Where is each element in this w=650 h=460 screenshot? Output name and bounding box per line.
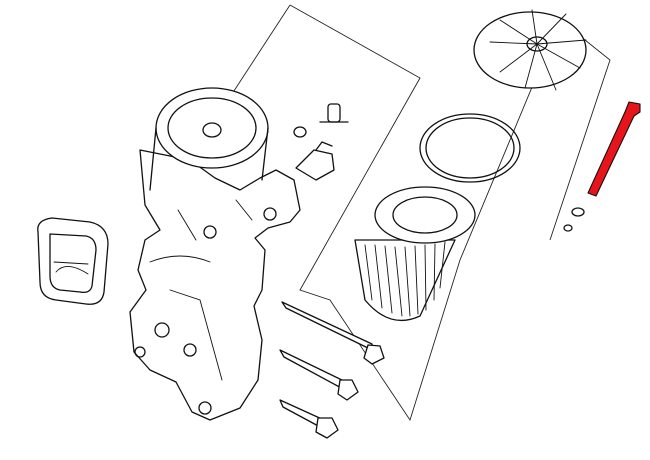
- filter-top-inner: [392, 196, 458, 234]
- washer-icon[interactable]: [571, 207, 585, 217]
- cap-ribs: [489, 9, 587, 91]
- ring-icon: [419, 113, 521, 183]
- gasket-channel: [53, 261, 89, 275]
- bolt-shaft: [279, 349, 347, 391]
- oil-filter-housing[interactable]: [129, 87, 301, 421]
- mounting-bolt-2[interactable]: [279, 349, 359, 401]
- o-ring-seal[interactable]: [419, 113, 521, 183]
- bolt-shaft: [281, 301, 373, 351]
- drain-plug[interactable]: [319, 103, 349, 123]
- oil-filter-element[interactable]: [354, 186, 476, 322]
- housing-top-rim: [167, 97, 257, 159]
- housing-cylinder-side: [149, 127, 269, 191]
- housing-gasket[interactable]: [37, 217, 109, 305]
- housing-center-post: [202, 122, 222, 138]
- mounting-bolt-3[interactable]: [279, 399, 339, 439]
- filter-housing-cap[interactable]: [473, 9, 587, 91]
- housing-bolt-hole-2: [183, 343, 197, 357]
- bolt-icon: [587, 101, 641, 197]
- mounting-bolts[interactable]: [279, 301, 385, 439]
- housing-bolt-hole-3: [198, 401, 212, 415]
- pleated-cylinder-icon: [354, 239, 456, 322]
- highlighted-long-bolt[interactable]: [587, 101, 641, 197]
- housing-bolt-hole-4: [134, 346, 146, 358]
- small-washer[interactable]: [293, 126, 307, 138]
- housing-port-2: [203, 225, 217, 239]
- gasket-icon: [37, 217, 109, 305]
- housing-bolt-hole-1: [154, 322, 170, 338]
- bolt-head: [363, 344, 385, 365]
- ribbed-cap-icon: [473, 11, 587, 89]
- plug-icon: [327, 103, 341, 123]
- housing-icon: [129, 149, 301, 421]
- ring-inner-edge: [425, 117, 515, 179]
- gasket-inner-edge: [49, 233, 97, 294]
- mounting-bolt-1[interactable]: [281, 301, 385, 365]
- filter-pleats: [364, 241, 446, 317]
- housing-contour-lines: [149, 199, 253, 381]
- pressure-sensor[interactable]: [295, 141, 335, 181]
- sensor-icon: [295, 149, 335, 181]
- housing-port-1: [263, 207, 277, 221]
- sensor-connector: [315, 141, 333, 151]
- washer-small[interactable]: [563, 224, 573, 232]
- bolt-head: [315, 417, 339, 439]
- bolt-head: [337, 379, 359, 401]
- filter-top-ring: [374, 186, 476, 244]
